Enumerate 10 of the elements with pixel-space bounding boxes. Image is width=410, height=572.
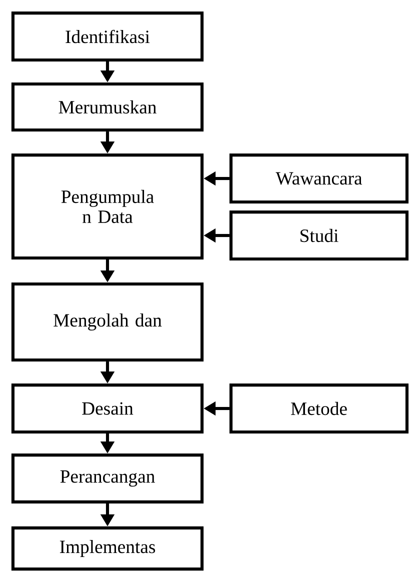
process-box: Identifikasi (11, 12, 204, 62)
process-box: Studi (229, 210, 409, 260)
process-box: Merumuskan (11, 82, 204, 132)
process-box: Perancangan (11, 454, 204, 504)
process-box: Mengolah dan (11, 282, 204, 362)
process-box: Implementas (11, 526, 204, 571)
process-box: Pengumpula n Data (11, 154, 204, 260)
process-box: Metode (229, 384, 409, 434)
process-box: Wawancara (229, 154, 409, 204)
process-box: Desain (11, 384, 204, 434)
